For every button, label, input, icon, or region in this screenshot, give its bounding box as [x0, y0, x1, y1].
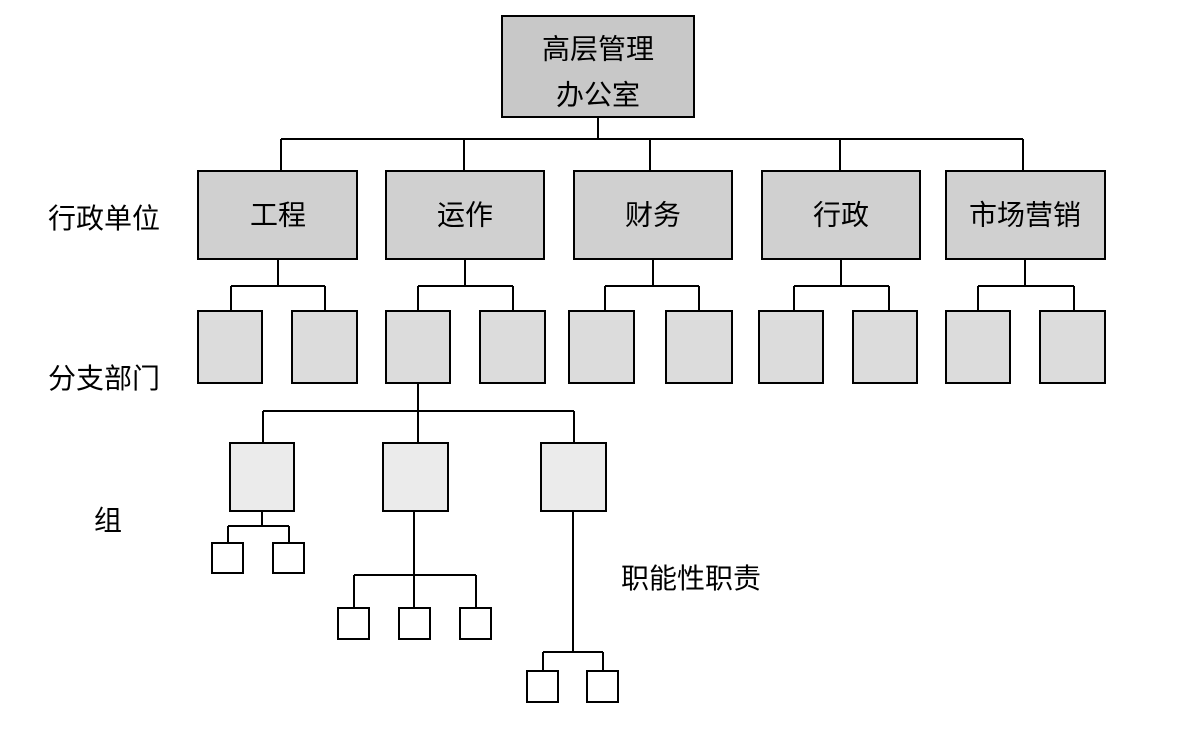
duty-node — [459, 607, 492, 640]
connector-top-to-units — [280, 118, 1024, 170]
branch-node — [1039, 310, 1106, 384]
connector-unit-4 — [977, 260, 1075, 310]
level-label-group: 组 — [94, 504, 122, 537]
unit-node-3: 行政 — [761, 170, 921, 260]
duty-nodes — [211, 542, 619, 703]
connector-lines — [227, 118, 1075, 670]
group-node — [382, 442, 449, 512]
duty-node — [526, 670, 559, 703]
group-node — [540, 442, 607, 512]
unit-node-1: 运作 — [385, 170, 545, 260]
unit-node-0: 工程 — [197, 170, 358, 260]
connector-unit-1 — [417, 260, 514, 310]
branch-node — [479, 310, 546, 384]
unit-label-1: 运作 — [437, 199, 493, 232]
branch-node — [665, 310, 733, 384]
top-office-node: 高层管理 办公室 — [501, 15, 695, 118]
branch-node — [945, 310, 1011, 384]
connector-branch-to-groups — [262, 384, 575, 442]
unit-node-4: 市场营销 — [945, 170, 1106, 260]
level-label-branch: 分支部门 — [48, 362, 160, 395]
group-node — [229, 442, 295, 512]
duty-node — [211, 542, 244, 574]
connector-group-1 — [353, 512, 477, 607]
top-office-line1: 高层管理 — [542, 33, 654, 66]
connector-unit-0 — [230, 260, 326, 310]
unit-label-4: 市场营销 — [969, 199, 1081, 232]
connector-group-0 — [227, 512, 290, 542]
branch-node — [568, 310, 635, 384]
branch-node — [291, 310, 358, 384]
unit-label-2: 财务 — [625, 199, 681, 232]
level-label-duty: 职能性职责 — [621, 562, 761, 595]
group-nodes — [229, 442, 607, 512]
level-label-unit: 行政单位 — [48, 202, 160, 235]
branch-nodes — [197, 310, 1106, 384]
top-office-line2: 办公室 — [556, 79, 640, 112]
connector-unit-2 — [604, 260, 700, 310]
connector-group-2 — [542, 512, 604, 670]
duty-node — [398, 607, 431, 640]
connector-unit-3 — [793, 260, 890, 310]
duty-node — [337, 607, 370, 640]
unit-node-2: 财务 — [573, 170, 733, 260]
branch-node — [197, 310, 263, 384]
branch-node — [385, 310, 451, 384]
branch-node — [758, 310, 824, 384]
duty-node — [272, 542, 305, 574]
branch-node — [852, 310, 918, 384]
unit-label-3: 行政 — [813, 199, 869, 232]
unit-label-0: 工程 — [250, 199, 306, 232]
duty-node — [586, 670, 619, 703]
